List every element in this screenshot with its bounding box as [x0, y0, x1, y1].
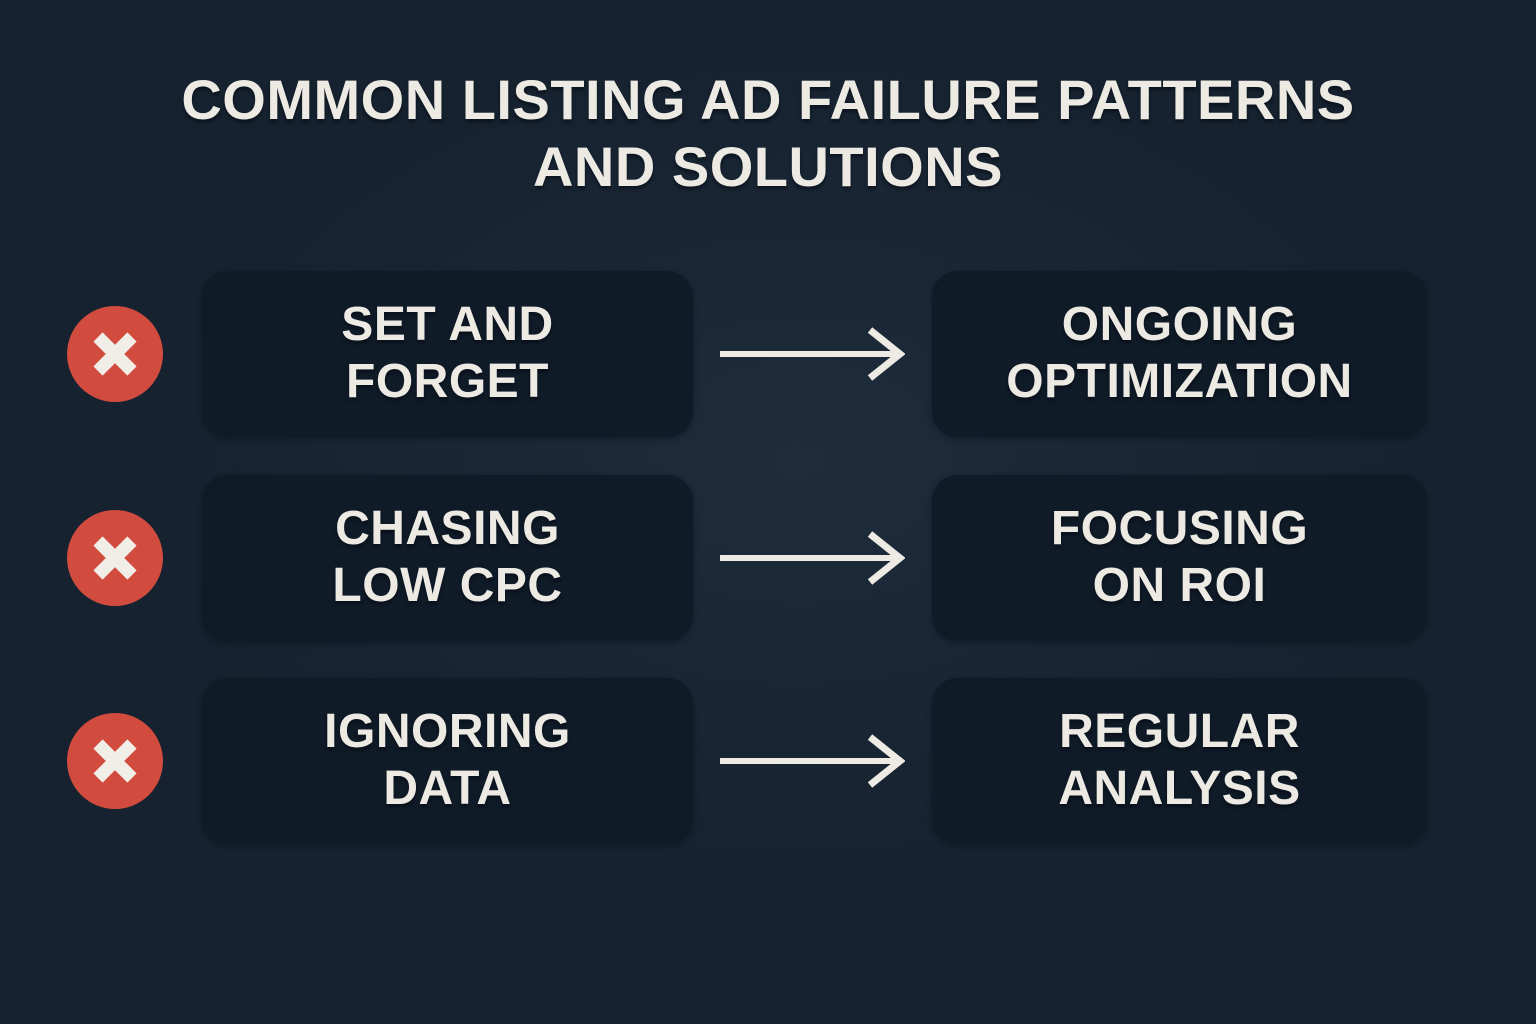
- problem-label: IGNORING DATA: [324, 705, 571, 815]
- failure-row-2: CHASING LOW CPC FOCUSING ON ROI: [0, 475, 1536, 641]
- page-title: COMMON LISTING AD FAILURE PATTERNS AND S…: [181, 68, 1355, 199]
- arrow-right-icon: [720, 734, 905, 788]
- arrow-right-icon: [720, 327, 905, 381]
- solution-label: ONGOING OPTIMIZATION: [1006, 298, 1353, 408]
- failure-row-3: IGNORING DATA REGULAR ANALYSIS: [0, 678, 1536, 844]
- solution-card: ONGOING OPTIMIZATION: [932, 271, 1427, 437]
- solution-card: FOCUSING ON ROI: [932, 475, 1427, 641]
- x-circle-icon: [67, 713, 163, 809]
- problem-label: SET AND FORGET: [341, 298, 554, 408]
- problem-card: CHASING LOW CPC: [202, 475, 693, 641]
- arrow-right-icon: [720, 531, 905, 585]
- problem-label: CHASING LOW CPC: [332, 502, 563, 612]
- x-circle-icon: [67, 306, 163, 402]
- problem-card: IGNORING DATA: [202, 678, 693, 844]
- x-circle-icon: [67, 510, 163, 606]
- failure-row-1: SET AND FORGET ONGOING OPTIMIZATION: [0, 271, 1536, 437]
- solution-label: REGULAR ANALYSIS: [1058, 705, 1301, 815]
- solution-card: REGULAR ANALYSIS: [932, 678, 1427, 844]
- solution-label: FOCUSING ON ROI: [1050, 502, 1309, 612]
- problem-card: SET AND FORGET: [202, 271, 693, 437]
